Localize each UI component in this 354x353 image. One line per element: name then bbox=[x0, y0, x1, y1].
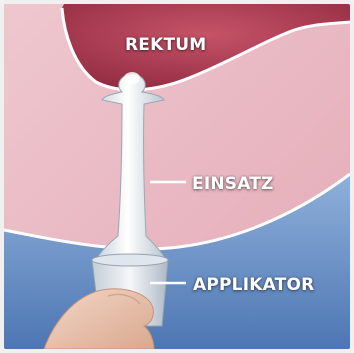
applicator-rim bbox=[92, 254, 168, 266]
label-rektum: REKTUM bbox=[125, 35, 206, 55]
anatomy-illustration bbox=[4, 4, 350, 349]
insert-tip-highlight bbox=[124, 72, 140, 84]
label-einsatz: EINSATZ bbox=[192, 174, 274, 194]
label-applikator: APPLIKATOR bbox=[193, 275, 314, 295]
